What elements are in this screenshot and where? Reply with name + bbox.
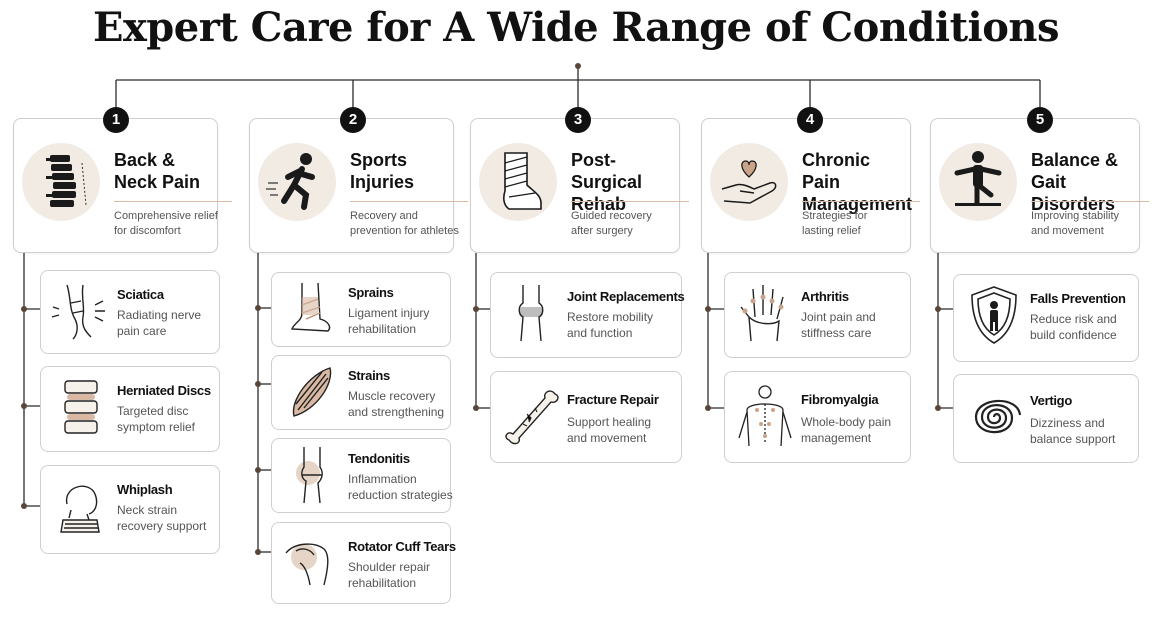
- condition-title: Joint Replacements: [567, 289, 685, 304]
- title-divider: [802, 201, 920, 202]
- category-number-badge: 2: [340, 107, 366, 133]
- title-divider: [1031, 201, 1149, 202]
- shield-person-icon: [962, 283, 1026, 347]
- title-divider: [571, 201, 689, 202]
- runner-icon: [258, 143, 336, 221]
- title-divider: [114, 201, 232, 202]
- hand-joints-icon: [733, 281, 797, 345]
- condition-title: Fracture Repair: [567, 392, 659, 407]
- neck-collar-icon: [49, 474, 113, 538]
- category-title: Back &Neck Pain: [114, 150, 201, 192]
- heart-hand-icon: [710, 143, 788, 221]
- broken-bone-icon: [499, 384, 563, 448]
- leg-nerve-icon: [49, 279, 113, 343]
- muscle-icon: [280, 360, 344, 424]
- condition-title: Fibromyalgia: [801, 392, 879, 407]
- condition-title: Herniated Discs: [117, 383, 211, 398]
- category-number-badge: 4: [797, 107, 823, 133]
- condition-title: Tendonitis: [348, 451, 410, 466]
- condition-title: Arthritis: [801, 289, 849, 304]
- condition-title: Sciatica: [117, 287, 164, 302]
- condition-title: Falls Prevention: [1030, 291, 1126, 306]
- balance-figure-icon: [939, 143, 1017, 221]
- spiral-icon: [962, 385, 1026, 449]
- leg-cast-icon: [479, 143, 557, 221]
- back-points-icon: [733, 384, 797, 448]
- vertebrae-icon: [49, 375, 113, 439]
- category-title: Balance &Gait Disorders: [1031, 150, 1119, 214]
- category-card-balance-gait: Balance &Gait Disorders Improving stabil…: [930, 118, 1149, 253]
- title-divider: [350, 201, 468, 202]
- condition-title: Whiplash: [117, 482, 173, 497]
- category-number-badge: 5: [1027, 107, 1053, 133]
- category-number-badge: 3: [565, 107, 591, 133]
- condition-title: Strains: [348, 368, 390, 383]
- knee-joint-icon: [280, 443, 344, 507]
- condition-title: Rotator Cuff Tears: [348, 539, 456, 554]
- knee-implant-icon: [499, 281, 563, 345]
- page-title: Expert Care for A Wide Range of Conditio…: [92, 4, 1060, 51]
- ankle-wrap-icon: [280, 277, 344, 341]
- category-number-badge: 1: [103, 107, 129, 133]
- shoulder-icon: [280, 529, 344, 593]
- condition-title: Sprains: [348, 285, 394, 300]
- condition-title: Vertigo: [1030, 393, 1072, 408]
- spine-icon: [22, 143, 100, 221]
